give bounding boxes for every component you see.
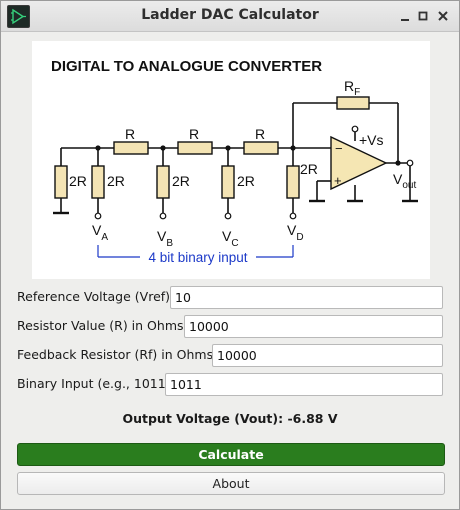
- app-logo-icon: [7, 5, 30, 28]
- vref-label: Reference Voltage (Vref):: [17, 289, 175, 304]
- terminal-points: [94, 125, 414, 220]
- label-vs: +Vs: [359, 132, 384, 148]
- maximize-icon[interactable]: [415, 8, 431, 24]
- resistor-row: Resistor Value (R) in Ohms:: [1, 315, 459, 338]
- label-vb: VB: [157, 228, 173, 249]
- label-vout: Vout: [393, 171, 416, 191]
- label-r-3: R: [255, 126, 265, 142]
- close-icon[interactable]: [435, 8, 451, 24]
- binary-input[interactable]: [165, 373, 443, 396]
- label-2r-ground: 2R: [69, 173, 87, 189]
- label-plus: +: [334, 173, 342, 188]
- window-title: Ladder DAC Calculator: [141, 7, 319, 23]
- label-2r-b: 2R: [172, 173, 190, 189]
- title-bar[interactable]: Ladder DAC Calculator: [1, 1, 459, 32]
- label-vc: VC: [222, 228, 239, 249]
- label-minus: −: [335, 141, 343, 156]
- output-voltage: Output Voltage (Vout): -6.88 V: [122, 411, 338, 426]
- label-va: VA: [92, 222, 108, 243]
- label-r-2: R: [189, 126, 199, 142]
- calculate-button[interactable]: Calculate: [17, 443, 445, 466]
- feedback-resistor-input[interactable]: [212, 344, 443, 367]
- about-button[interactable]: About: [17, 472, 445, 495]
- binary-row: Binary Input (e.g., 1011):: [1, 373, 459, 396]
- resistors: [54, 96, 370, 199]
- label-r-1: R: [125, 126, 135, 142]
- minimize-icon[interactable]: [397, 8, 413, 24]
- vref-row: Reference Voltage (Vref):: [1, 286, 459, 309]
- label-rf: RF: [344, 78, 360, 98]
- junction-dots: [95, 145, 401, 166]
- binary-input-caption: 4 bit binary input: [148, 250, 247, 265]
- dac-circuit-diagram: DIGITAL TO ANALOGUE CONVERTER: [32, 41, 430, 279]
- label-2r-c: 2R: [237, 173, 255, 189]
- label-2r-a: 2R: [107, 173, 125, 189]
- label-vd: VD: [287, 222, 304, 243]
- circuit-wires: [53, 102, 418, 258]
- opamp-symbol: [330, 135, 388, 191]
- binary-label: Binary Input (e.g., 1011):: [17, 376, 175, 391]
- resistor-input[interactable]: [184, 315, 443, 338]
- feedback-resistor-label: Feedback Resistor (Rf) in Ohms:: [17, 347, 218, 362]
- label-2r-d: 2R: [300, 161, 318, 177]
- resistor-label: Resistor Value (R) in Ohms:: [17, 318, 188, 333]
- diagram-heading: DIGITAL TO ANALOGUE CONVERTER: [51, 58, 322, 75]
- vref-input[interactable]: [170, 286, 443, 309]
- feedback-resistor-row: Feedback Resistor (Rf) in Ohms:: [1, 344, 459, 367]
